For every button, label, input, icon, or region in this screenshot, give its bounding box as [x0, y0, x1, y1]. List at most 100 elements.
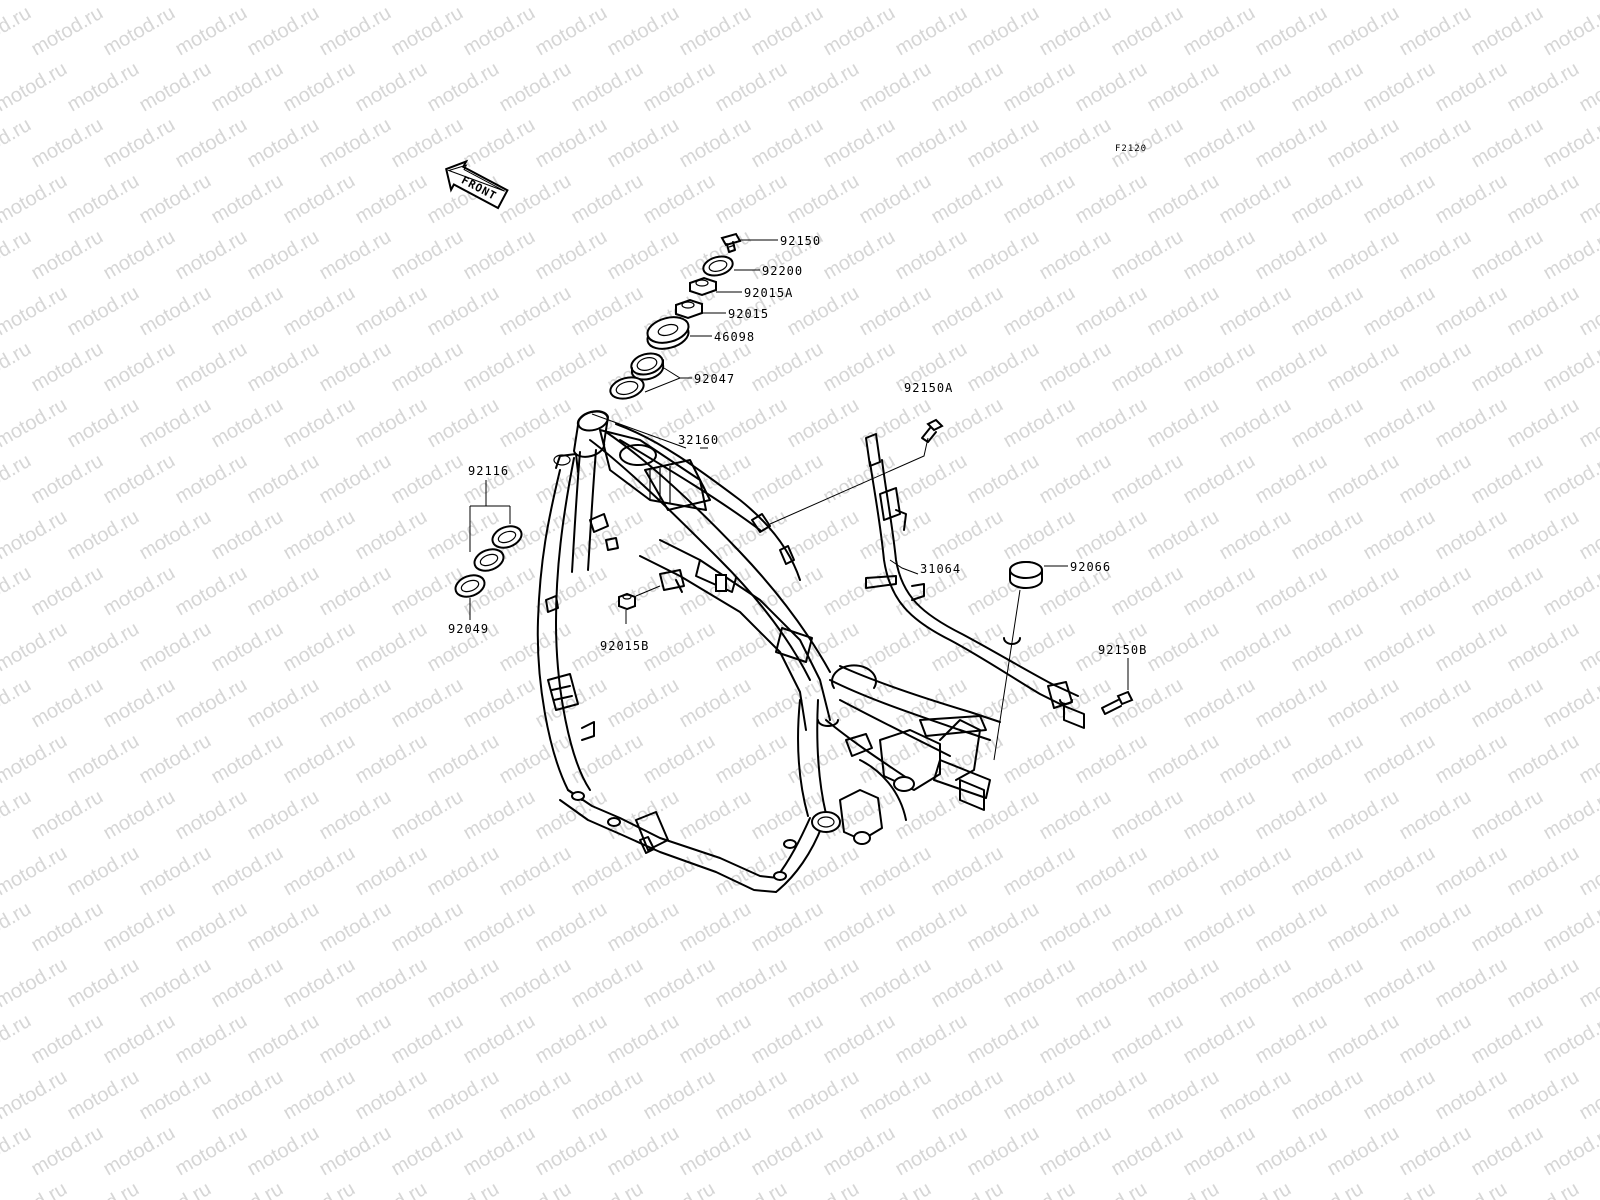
watermark-text: motod.ru — [28, 562, 107, 621]
watermark-text: motod.ru — [532, 114, 611, 173]
watermark-text: motod.ru — [1108, 1010, 1187, 1069]
watermark-text: motod.ru — [604, 450, 683, 509]
watermark-text: motod.ru — [280, 170, 359, 229]
watermark-text: motod.ru — [280, 842, 359, 901]
watermark-text: motod.ru — [1000, 1066, 1079, 1125]
watermark-text: motod.ru — [100, 1122, 179, 1181]
part-label-92116: 92116 — [468, 464, 509, 478]
watermark-text: motod.ru — [784, 618, 863, 677]
watermark-text: motod.ru — [1216, 842, 1295, 901]
watermark-text: motod.ru — [1144, 954, 1223, 1013]
watermark-text: motod.ru — [100, 338, 179, 397]
watermark-text: motod.ru — [1000, 842, 1079, 901]
watermark-text: motod.ru — [748, 1122, 827, 1181]
nut-92015a-icon — [689, 276, 717, 297]
watermark-text: motod.ru — [352, 730, 431, 789]
watermark-text: motod.ru — [208, 0, 287, 4]
watermark-text: motod.ru — [1360, 58, 1439, 117]
watermark-text: motod.ru — [820, 114, 899, 173]
watermark-text: motod.ru — [1396, 2, 1475, 61]
watermark-text: motod.ru — [1540, 338, 1600, 397]
part-label-92200: 92200 — [762, 264, 803, 278]
watermark-text: motod.ru — [928, 618, 1007, 677]
watermark-text: motod.ru — [1432, 0, 1511, 4]
watermark-text: motod.ru — [28, 450, 107, 509]
watermark-text: motod.ru — [1000, 58, 1079, 117]
watermark-text: motod.ru — [424, 282, 503, 341]
watermark-text: motod.ru — [1216, 954, 1295, 1013]
watermark-text: motod.ru — [604, 1122, 683, 1181]
part-label-92047: 92047 — [694, 372, 735, 386]
watermark-text: motod.ru — [1180, 2, 1259, 61]
watermark-text: motod.ru — [1288, 0, 1367, 4]
watermark-text: motod.ru — [244, 898, 323, 957]
watermark-text: motod.ru — [424, 954, 503, 1013]
watermark-text: motod.ru — [1324, 114, 1403, 173]
watermark-text: motod.ru — [1360, 618, 1439, 677]
watermark-text: motod.ru — [1216, 0, 1295, 4]
watermark-text: motod.ru — [496, 58, 575, 117]
watermark-text: motod.ru — [568, 842, 647, 901]
watermark-text: motod.ru — [244, 674, 323, 733]
watermark-text: motod.ru — [388, 898, 467, 957]
watermark-text: motod.ru — [1432, 954, 1511, 1013]
seal-92049-icon — [454, 574, 486, 598]
watermark-text: motod.ru — [856, 842, 935, 901]
watermark-text: motod.ru — [460, 674, 539, 733]
watermark-text: motod.ru — [1432, 170, 1511, 229]
watermark-text: motod.ru — [604, 674, 683, 733]
watermark-text: motod.ru — [316, 562, 395, 621]
watermark-text: motod.ru — [1108, 786, 1187, 845]
watermark-text: motod.ru — [1432, 842, 1511, 901]
watermark-text: motod.ru — [352, 0, 431, 4]
watermark-text: motod.ru — [1288, 58, 1367, 117]
watermark-text: motod.ru — [136, 1066, 215, 1125]
watermark-text: motod.ru — [208, 618, 287, 677]
watermark-text: motod.ru — [0, 842, 71, 901]
watermark-text: motod.ru — [1108, 1122, 1187, 1181]
watermark-text: motod.ru — [1504, 954, 1583, 1013]
watermark-text: motod.ru — [1540, 786, 1600, 845]
watermark-text: motod.ru — [748, 674, 827, 733]
part-label-92150b: 92150B — [1098, 643, 1147, 657]
watermark-text: motod.ru — [1576, 506, 1600, 565]
watermark-text: motod.ru — [1000, 282, 1079, 341]
watermark-text: motod.ru — [496, 1178, 575, 1200]
watermark-text: motod.ru — [64, 0, 143, 4]
watermark-text: motod.ru — [172, 674, 251, 733]
watermark-text: motod.ru — [1216, 58, 1295, 117]
watermark-text: motod.ru — [1360, 954, 1439, 1013]
watermark-text: motod.ru — [100, 2, 179, 61]
watermark-text: motod.ru — [1324, 450, 1403, 509]
watermark-text: motod.ru — [1252, 674, 1331, 733]
watermark-text: motod.ru — [964, 338, 1043, 397]
watermark-text: motod.ru — [1396, 1010, 1475, 1069]
watermark-text: motod.ru — [136, 730, 215, 789]
watermark-text: motod.ru — [1216, 394, 1295, 453]
watermark-text: motod.ru — [208, 394, 287, 453]
watermark-text: motod.ru — [532, 1122, 611, 1181]
watermark-text: motod.ru — [388, 338, 467, 397]
watermark-text: motod.ru — [1504, 282, 1583, 341]
watermark-text: motod.ru — [496, 618, 575, 677]
watermark-text: motod.ru — [784, 506, 863, 565]
watermark-text: motod.ru — [604, 114, 683, 173]
watermark-text: motod.ru — [0, 226, 35, 285]
watermark-text: motod.ru — [460, 226, 539, 285]
watermark-text: motod.ru — [136, 618, 215, 677]
rear-frame-31064 — [865, 433, 1085, 729]
watermark-text: motod.ru — [748, 114, 827, 173]
watermark-text: motod.ru — [1432, 506, 1511, 565]
watermark-text: motod.ru — [496, 170, 575, 229]
watermark-text: motod.ru — [1576, 282, 1600, 341]
watermark-text: motod.ru — [928, 842, 1007, 901]
watermark-text: motod.ru — [892, 450, 971, 509]
watermark-text: motod.ru — [1108, 898, 1187, 957]
watermark-text: motod.ru — [172, 338, 251, 397]
watermark-text: motod.ru — [0, 170, 71, 229]
watermark-text: motod.ru — [388, 226, 467, 285]
watermark-text: motod.ru — [64, 1066, 143, 1125]
watermark-text: motod.ru — [352, 58, 431, 117]
watermark-text: motod.ru — [316, 898, 395, 957]
watermark-text: motod.ru — [28, 1010, 107, 1069]
